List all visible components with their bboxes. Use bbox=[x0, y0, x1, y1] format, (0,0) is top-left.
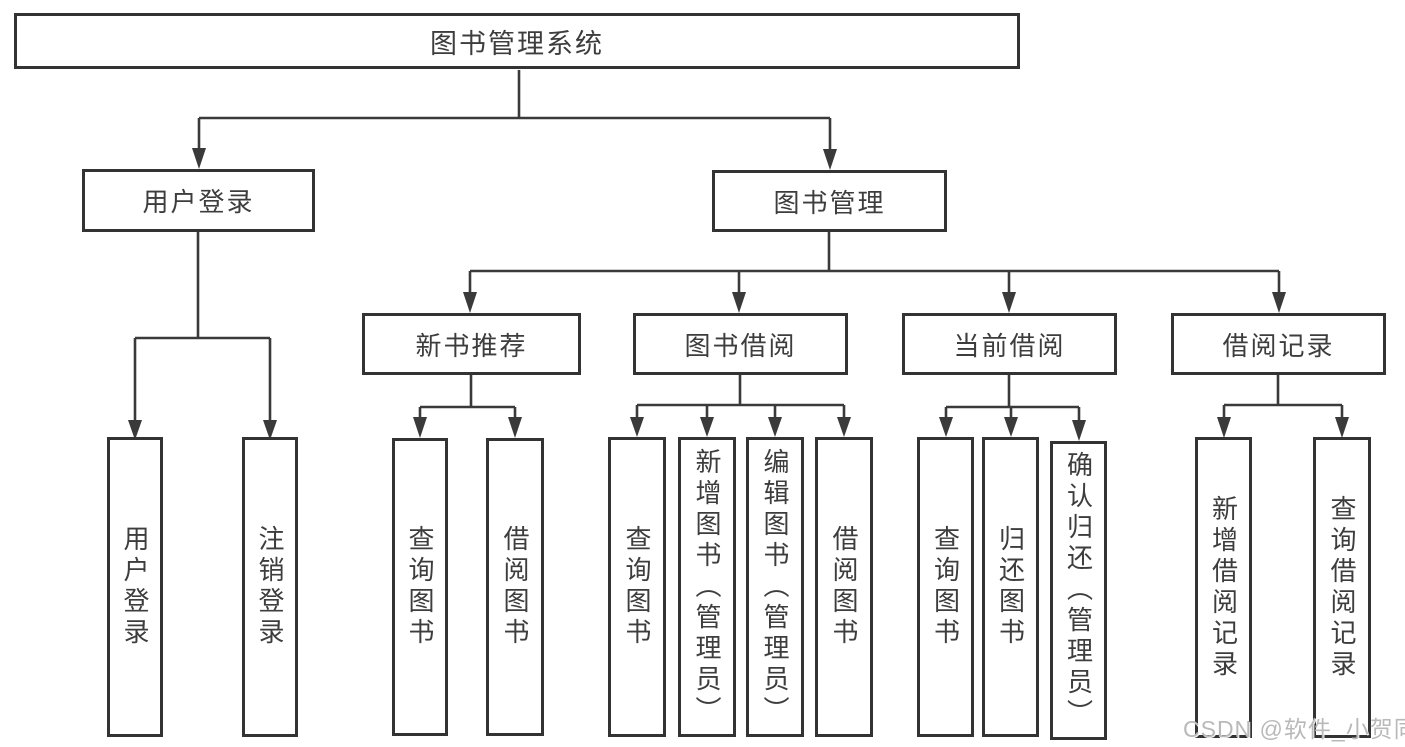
node-label: 注销登录 bbox=[255, 525, 285, 649]
leaf-logout: 注销登录 bbox=[242, 437, 298, 737]
node-label: 用户登录 bbox=[120, 525, 150, 649]
leaf-borrow-books-borrowing: 借阅图书 bbox=[815, 437, 873, 737]
csdn-watermark: CSDN @软件_小贺同学 bbox=[1183, 716, 1405, 742]
node-label: 查询图书 bbox=[622, 525, 652, 649]
node-label: 当前借阅 bbox=[953, 330, 1066, 361]
node-new-book-recommend: 新书推荐 bbox=[362, 313, 581, 375]
node-label: 查询借阅记录 bbox=[1327, 494, 1357, 681]
node-label: 新增图书（管理员） bbox=[692, 447, 722, 727]
node-label: 图书管理 bbox=[773, 187, 886, 218]
leaf-borrow-books-recommend: 借阅图书 bbox=[486, 438, 544, 736]
node-label: 归还图书 bbox=[995, 525, 1026, 649]
node-borrowing-records: 借阅记录 bbox=[1171, 313, 1386, 375]
node-label: 查询图书 bbox=[930, 525, 961, 649]
node-library-system: 图书管理系统 bbox=[14, 13, 1020, 69]
leaf-add-borrow-record: 新增借阅记录 bbox=[1195, 437, 1252, 738]
node-label: 借阅图书 bbox=[500, 525, 530, 649]
leaf-edit-book-admin: 编辑图书（管理员） bbox=[746, 437, 804, 737]
node-book-management: 图书管理 bbox=[712, 170, 947, 232]
node-label: 图书借阅 bbox=[684, 330, 797, 361]
node-current-borrowing: 当前借阅 bbox=[902, 313, 1117, 375]
node-label: 图书管理系统 bbox=[430, 28, 604, 59]
node-label: 新书推荐 bbox=[415, 330, 528, 361]
leaf-add-book-admin: 新增图书（管理员） bbox=[678, 437, 736, 737]
leaf-user-login: 用户登录 bbox=[107, 437, 163, 737]
node-label: 编辑图书（管理员） bbox=[760, 447, 790, 727]
node-label: 借阅图书 bbox=[829, 525, 859, 649]
node-book-borrowing: 图书借阅 bbox=[633, 313, 848, 375]
leaf-query-books-recommend: 查询图书 bbox=[392, 438, 448, 736]
node-label: 新增借阅记录 bbox=[1208, 494, 1239, 681]
node-user-login: 用户登录 bbox=[82, 169, 315, 232]
node-label: 借阅记录 bbox=[1222, 330, 1335, 361]
leaf-query-borrow-record: 查询借阅记录 bbox=[1313, 437, 1371, 738]
leaf-return-books: 归还图书 bbox=[982, 437, 1039, 737]
node-label: 用户登录 bbox=[142, 187, 255, 217]
node-label: 查询图书 bbox=[405, 525, 435, 649]
leaf-confirm-return-admin: 确认归还（管理员） bbox=[1050, 441, 1107, 740]
leaf-query-books-current: 查询图书 bbox=[917, 437, 974, 737]
leaf-query-books-borrowing: 查询图书 bbox=[608, 437, 666, 737]
node-label: 确认归还（管理员） bbox=[1063, 451, 1094, 730]
